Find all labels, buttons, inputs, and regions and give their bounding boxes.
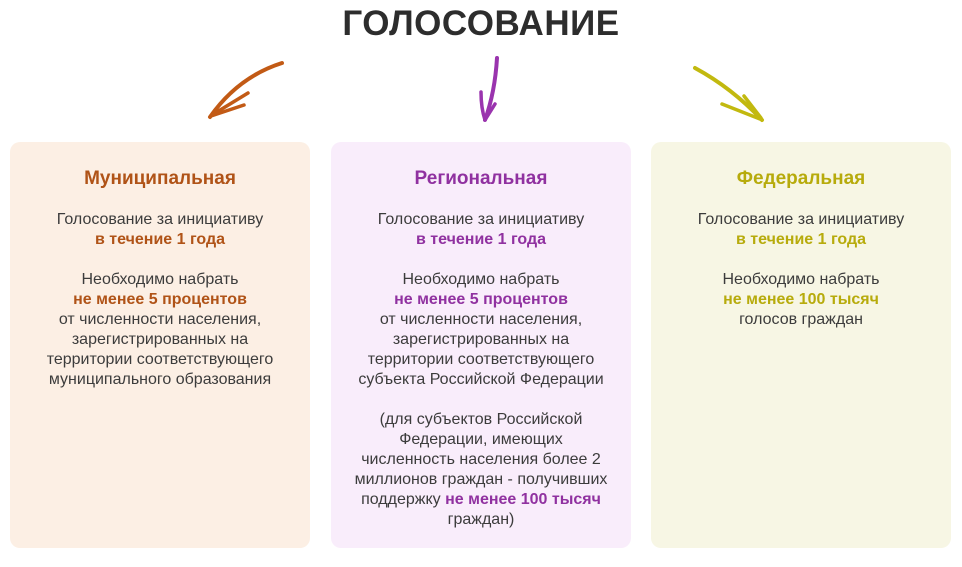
requirement-line: голосов граждан [739,311,863,328]
requirement-threshold: не менее 5 процентов [394,291,568,308]
card-regional-requirement-paragraph: Необходимо набрать не менее 5 процентов … [351,270,611,390]
requirement-line: территории соответствующего [367,351,595,368]
requirement-threshold: не менее 5 процентов [73,291,247,308]
card-regional-note-paragraph: (для субъектов Российской Федерации, име… [351,410,611,530]
voting-period: в течение 1 года [415,231,547,248]
arrow-down-right-icon [693,66,764,122]
voting-period: в течение 1 года [94,231,226,248]
card-municipal-voting-paragraph: Голосование за инициативу в течение 1 го… [30,210,290,250]
requirement-line: зарегистрированных на [71,331,249,348]
note-threshold: не менее 100 тысяч [445,491,601,508]
card-regional-voting-paragraph: Голосование за инициативу в течение 1 го… [351,210,611,250]
arrow-down-icon [479,56,499,122]
note-line-prefix: поддержку [361,491,446,508]
requirement-line: от численности населения, [58,311,262,328]
card-regional-title: Региональная [414,168,548,189]
card-municipal-title: Муниципальная [84,168,236,189]
requirement-line: территории соответствующего [46,351,274,368]
requirement-line: зарегистрированных на [392,331,570,348]
requirement-line: от численности населения, [379,311,583,328]
voting-text: Голосование за инициативу [56,211,264,228]
voting-text: Голосование за инициативу [697,211,905,228]
voting-period: в течение 1 года [735,231,867,248]
arrow-down-left-icon [208,61,284,119]
note-line: миллионов граждан - получивших [354,471,608,488]
requirement-intro: Необходимо набрать [81,271,239,288]
requirement-intro: Необходимо набрать [722,271,880,288]
card-regional: Региональная Голосование за инициативу в… [331,142,631,548]
page-title: ГОЛОСОВАНИЕ [342,4,620,43]
card-municipal: Муниципальная Голосование за инициативу … [10,142,310,548]
note-line: Федерации, имеющих [399,431,563,448]
voting-text: Голосование за инициативу [377,211,585,228]
requirement-threshold: не менее 100 тысяч [723,291,879,308]
requirement-intro: Необходимо набрать [402,271,560,288]
note-line: (для субъектов Российской [379,411,583,428]
note-line: граждан) [447,511,515,528]
card-federal-requirement-paragraph: Необходимо набрать не менее 100 тысяч го… [671,270,931,330]
card-federal-title: Федеральная [736,168,866,189]
card-federal-voting-paragraph: Голосование за инициативу в течение 1 го… [671,210,931,250]
card-federal: Федеральная Голосование за инициативу в … [651,142,951,548]
requirement-line: субъекта Российской Федерации [358,371,604,388]
note-line: численность населения более 2 [361,451,601,468]
requirement-line: муниципального образования [48,371,272,388]
card-municipal-requirement-paragraph: Необходимо набрать не менее 5 процентов … [30,270,290,390]
